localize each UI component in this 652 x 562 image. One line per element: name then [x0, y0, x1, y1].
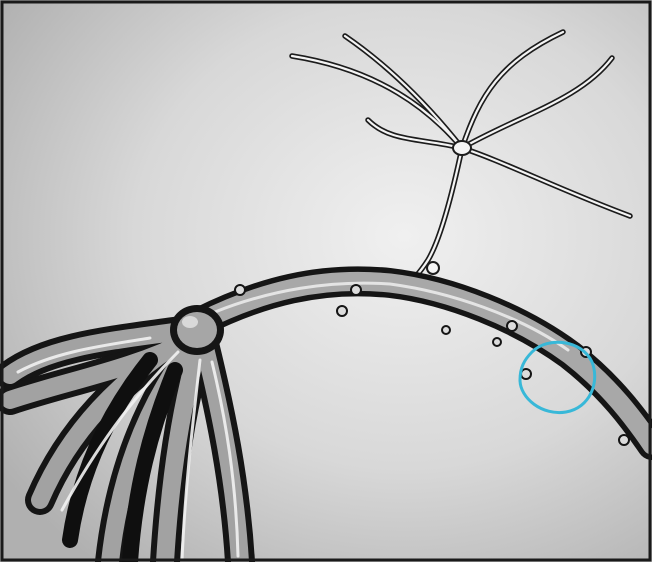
- axon-terminal-bulb: [427, 262, 439, 274]
- upper-cell-body: [453, 141, 471, 155]
- soma: [170, 305, 224, 355]
